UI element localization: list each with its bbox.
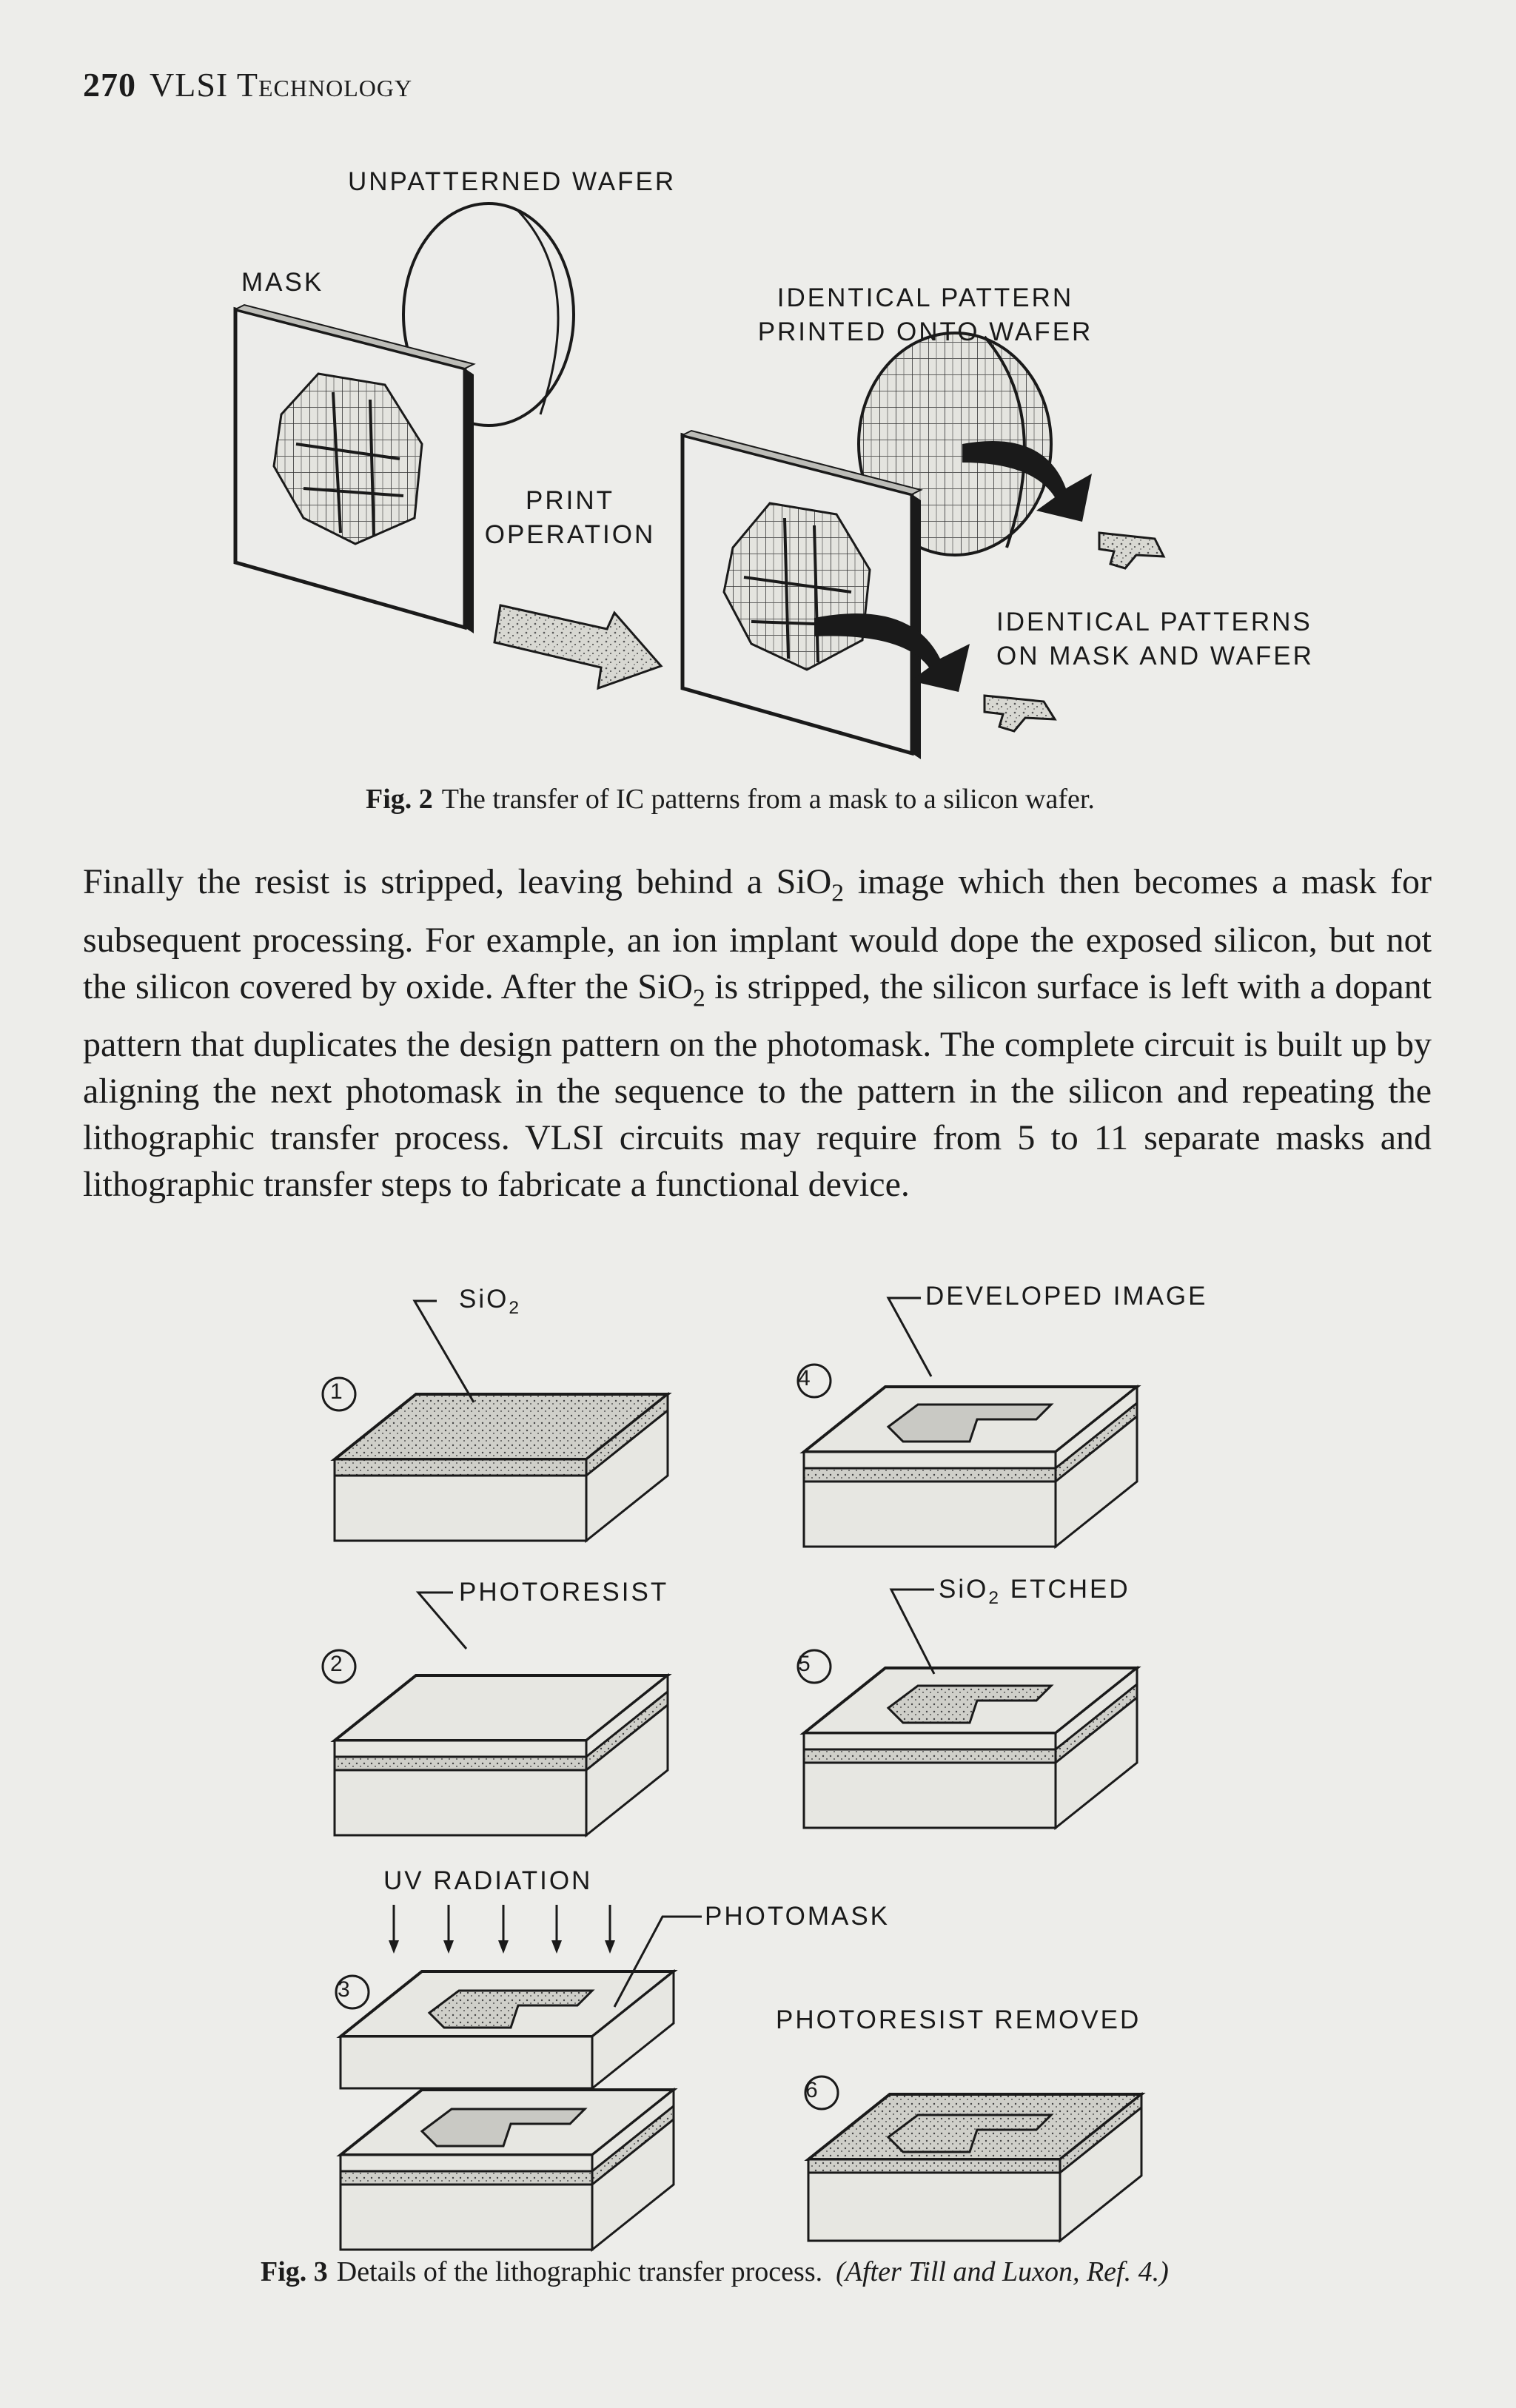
step-number-5: 5 [798, 1652, 811, 1677]
label-sio2-text: SiO [459, 1285, 509, 1314]
step-2-wafer-front-layer [335, 1770, 586, 1835]
step-3-text: 3 [338, 1977, 350, 2002]
step-5-wafer-front-layer [804, 1763, 1056, 1828]
step-4-wafer-front-layer [804, 1468, 1056, 1482]
step-2-wafer-front-layer [335, 1757, 586, 1770]
label-developed-image: DEVELOPED IMAGE [925, 1282, 1207, 1311]
step-3-wafer-front-layer [341, 2185, 592, 2250]
step-number-4: 4 [798, 1366, 811, 1391]
step-5-wafer-front-layer [804, 1733, 1056, 1749]
step-3-photomask-front-layer [341, 2037, 592, 2088]
uv-arrow-head-1 [443, 1940, 454, 1954]
uv-arrow-head-3 [551, 1940, 562, 1954]
label-photoresist: PHOTORESIST [459, 1578, 668, 1607]
step-1-wafer-front-layer [335, 1459, 586, 1476]
step-1-text: 1 [330, 1379, 343, 1404]
step-3-wafer-front-layer [341, 2171, 592, 2185]
step-number-2: 2 [330, 1652, 343, 1677]
figure-3-caption: Fig. 3 Details of the lithographic transf… [261, 2256, 1169, 2288]
uv-arrow-head-2 [498, 1940, 509, 1954]
step-6-wafer-front-layer [808, 2173, 1060, 2241]
figure-3-caption-text: Details of the lithographic transfer pro… [337, 2256, 822, 2287]
step-4-text: 4 [798, 1366, 811, 1390]
figure-3-label: Fig. 3 [261, 2256, 328, 2287]
label-sio2-etched: SiO2 ETCHED [939, 1575, 1130, 1609]
step-6-text: 6 [805, 2078, 818, 2102]
step-number-6: 6 [805, 2078, 818, 2103]
label-photoresist-removed: PHOTORESIST REMOVED [776, 2005, 1141, 2035]
step-5-text: 5 [798, 1652, 811, 1676]
step-number-3: 3 [338, 1977, 350, 2002]
label-sio2-etched-sub: 2 [988, 1588, 1001, 1608]
step-2-text: 2 [330, 1652, 343, 1676]
step-4-wafer-front-layer [804, 1482, 1056, 1547]
uv-arrow-head-4 [605, 1940, 615, 1954]
step-1-wafer-front-layer [335, 1476, 586, 1541]
uv-arrow-head-0 [389, 1940, 399, 1954]
step-number-1: 1 [330, 1379, 343, 1405]
label-sio2-etched-text-b: ETCHED [1001, 1575, 1130, 1604]
label-uv-radiation: UV RADIATION [383, 1866, 592, 1896]
step-4-wafer-front-layer [804, 1452, 1056, 1468]
step-2-wafer-front-layer [335, 1741, 586, 1757]
step-5-wafer-front-layer [804, 1749, 1056, 1763]
figure-3-credit: (After Till and Luxon, Ref. 4.) [836, 2256, 1169, 2287]
label-sio2-etched-text-a: SiO [939, 1575, 988, 1604]
label-photomask: PHOTOMASK [705, 1902, 890, 1931]
step-5-leader [891, 1590, 934, 1674]
step-3-wafer-front-layer [341, 2155, 592, 2171]
label-sio2-sub: 2 [509, 1298, 521, 1318]
label-sio2: SiO2 [459, 1285, 521, 1319]
step-6-wafer-front-layer [808, 2159, 1060, 2173]
